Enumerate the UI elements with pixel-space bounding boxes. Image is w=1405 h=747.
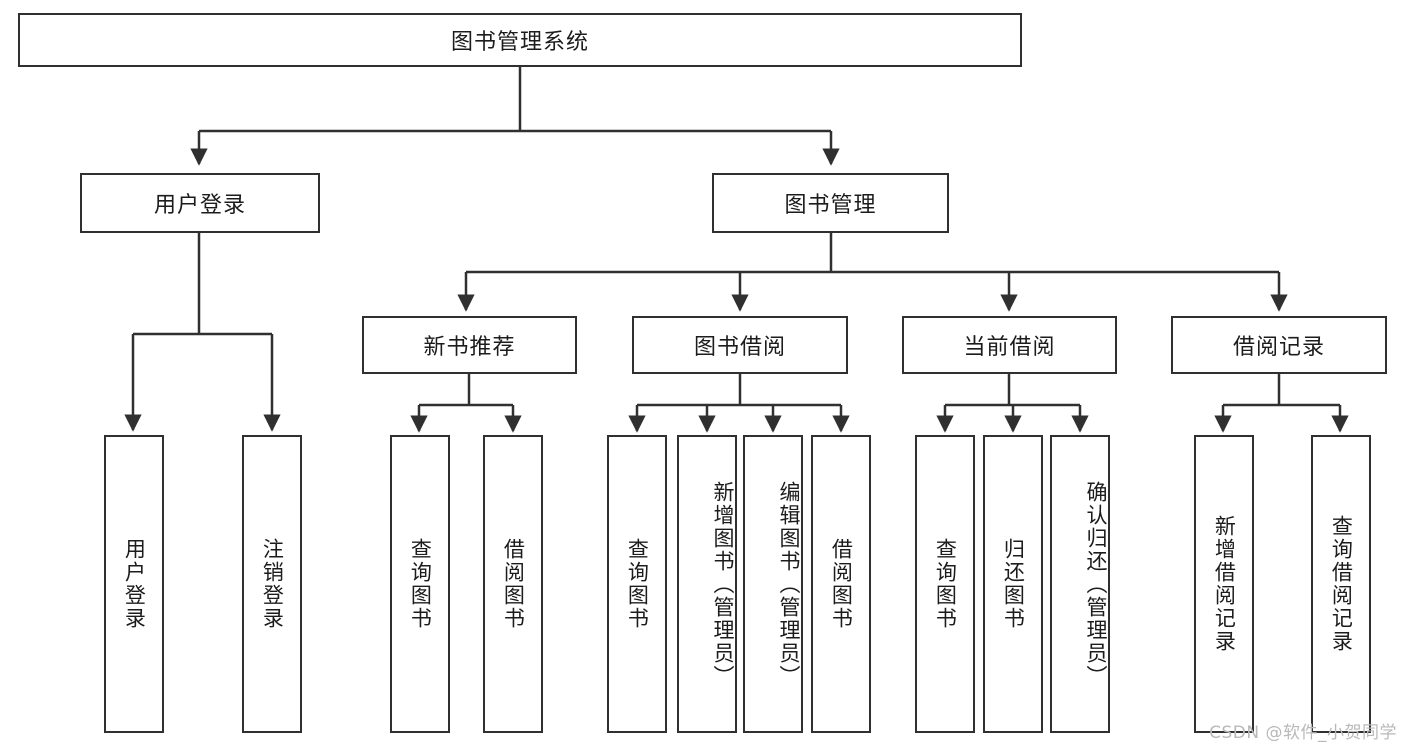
leaf-borrow-borrow-book-label: 借阅图书 — [829, 538, 854, 630]
leaf-borrow-add-book-label: 新增图书（管理员） — [711, 480, 735, 688]
leaf-borrow-add-book[interactable]: 新增图书（管理员） — [677, 435, 737, 733]
leaf-current-query-book[interactable]: 查询图书 — [915, 435, 975, 733]
leaf-recommend-query-book-label: 查询图书 — [408, 538, 433, 630]
leaf-borrow-query-book-label: 查询图书 — [625, 538, 650, 630]
leaf-current-query-book-label: 查询图书 — [933, 538, 958, 630]
leaf-borrow-edit-book[interactable]: 编辑图书（管理员） — [743, 435, 803, 733]
node-borrow-record-label: 借阅记录 — [1232, 335, 1325, 360]
node-book-borrow-label: 图书借阅 — [693, 335, 786, 360]
node-user-login[interactable]: 用户登录 — [80, 173, 320, 233]
leaf-record-query-record-label: 查询借阅记录 — [1329, 515, 1354, 653]
node-root[interactable]: 图书管理系统 — [18, 13, 1022, 67]
node-current-borrow-label: 当前借阅 — [963, 335, 1056, 360]
leaf-borrow-edit-book-label: 编辑图书（管理员） — [777, 480, 801, 688]
leaf-current-confirm-return-label: 确认归还（管理员） — [1084, 480, 1108, 688]
leaf-user-login-signout-label: 注销登录 — [260, 538, 285, 630]
node-user-login-label: 用户登录 — [153, 193, 246, 218]
node-new-book-recommend-label: 新书推荐 — [423, 335, 516, 360]
node-borrow-record[interactable]: 借阅记录 — [1171, 316, 1387, 374]
leaf-current-confirm-return[interactable]: 确认归还（管理员） — [1050, 435, 1110, 733]
leaf-recommend-borrow-book-label: 借阅图书 — [501, 538, 526, 630]
node-root-label: 图书管理系统 — [450, 30, 589, 55]
leaf-recommend-query-book[interactable]: 查询图书 — [390, 435, 450, 733]
leaf-user-login-signin-label: 用户登录 — [122, 538, 147, 630]
watermark: CSDN @软件_小贺同学 — [1209, 723, 1397, 743]
leaf-record-add-record[interactable]: 新增借阅记录 — [1194, 435, 1254, 733]
leaf-borrow-query-book[interactable]: 查询图书 — [607, 435, 667, 733]
leaf-recommend-borrow-book[interactable]: 借阅图书 — [483, 435, 543, 733]
node-current-borrow[interactable]: 当前借阅 — [902, 316, 1117, 374]
node-book-management[interactable]: 图书管理 — [712, 173, 949, 233]
leaf-current-return-book[interactable]: 归还图书 — [983, 435, 1043, 733]
leaf-user-login-signout[interactable]: 注销登录 — [242, 435, 302, 733]
node-new-book-recommend[interactable]: 新书推荐 — [362, 316, 577, 374]
leaf-record-add-record-label: 新增借阅记录 — [1212, 515, 1237, 653]
node-book-borrow[interactable]: 图书借阅 — [632, 316, 848, 374]
leaf-borrow-borrow-book[interactable]: 借阅图书 — [811, 435, 871, 733]
leaf-record-query-record[interactable]: 查询借阅记录 — [1311, 435, 1371, 733]
node-book-management-label: 图书管理 — [784, 193, 877, 218]
leaf-current-return-book-label: 归还图书 — [1001, 538, 1026, 630]
leaf-user-login-signin[interactable]: 用户登录 — [104, 435, 164, 733]
